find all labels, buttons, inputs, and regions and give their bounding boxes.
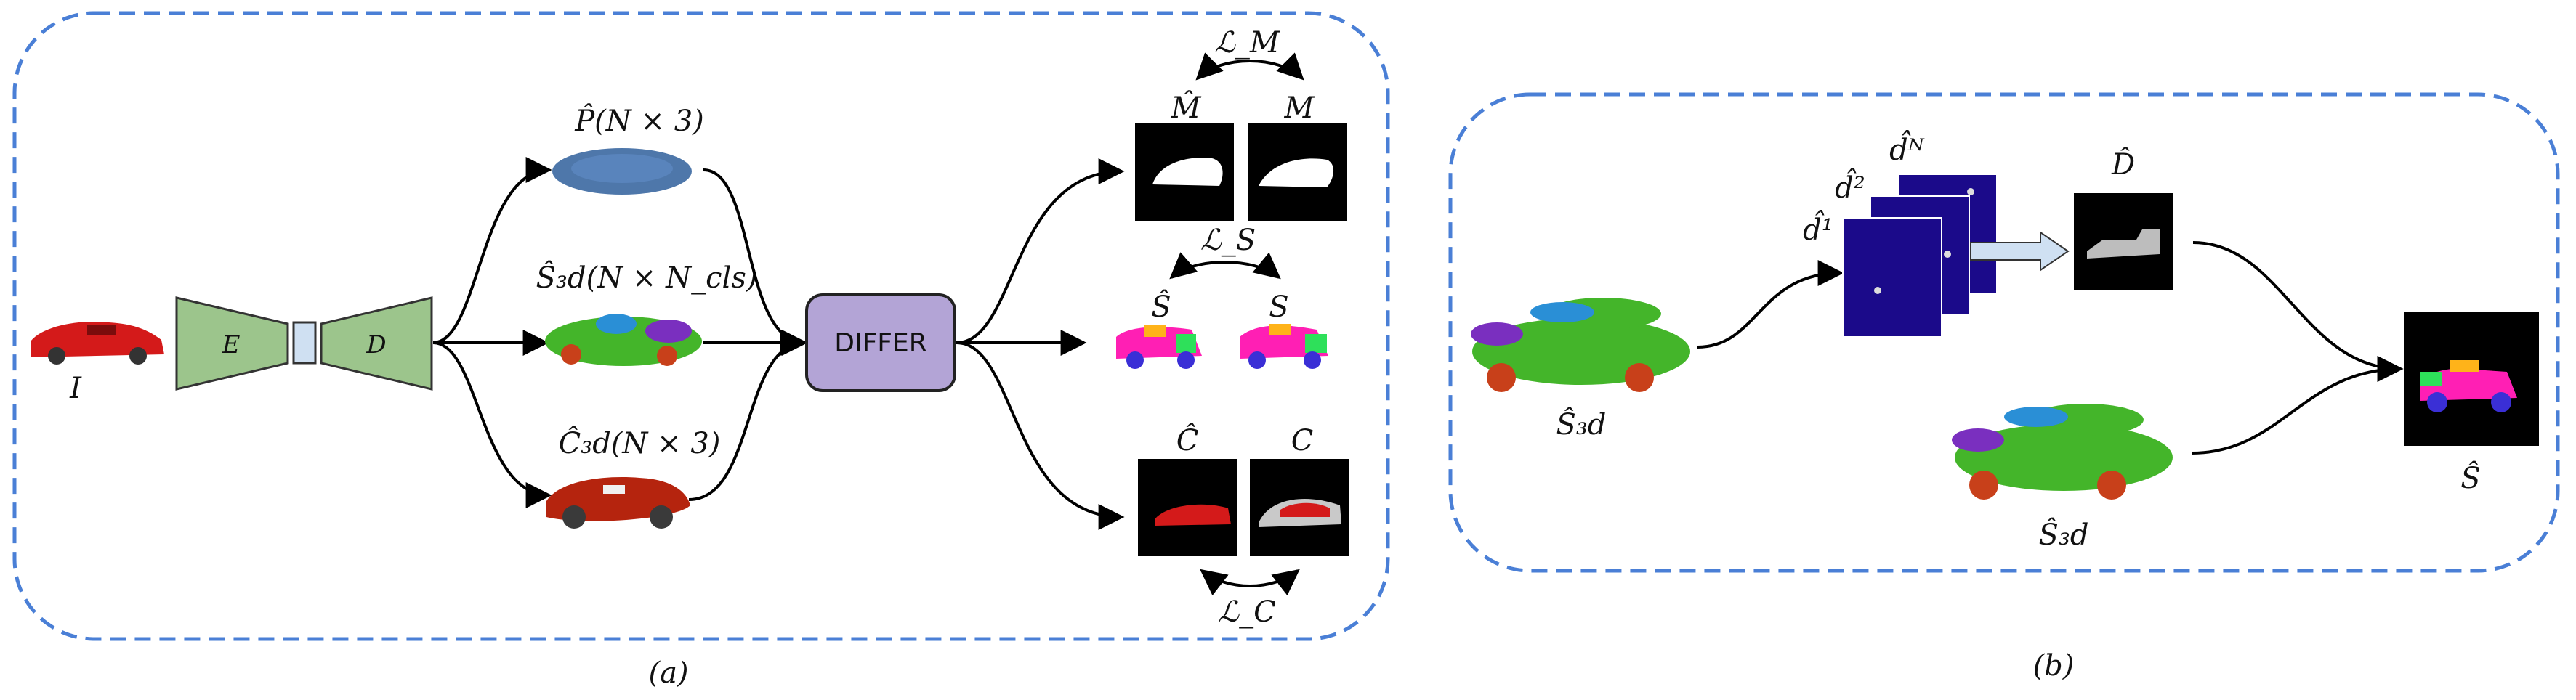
differ-box: [805, 293, 956, 392]
depth-map-1: [1842, 217, 1942, 338]
depth-output-label: D̂: [2111, 148, 2135, 182]
arrow-colorcloud-to-differ: [688, 330, 808, 501]
panel-b-segcloud-2: [1952, 404, 2173, 500]
arrow-segcloud-to-seg: [2191, 356, 2404, 455]
colorcloud-label: Ĉ₃d(N × 3): [559, 426, 721, 460]
seg-loss-arrow: [1169, 252, 1281, 280]
panel-b-caption: (b): [2033, 649, 2075, 683]
pointcloud-image: [552, 148, 692, 195]
depth-1-label: d̂¹: [1803, 211, 1833, 247]
color-pred-label: Ĉ: [1176, 423, 1199, 457]
latent-code: [292, 321, 317, 365]
depth-2-label: d̂²: [1835, 168, 1865, 205]
mask-gt-label: M: [1284, 91, 1315, 125]
arrow-to-depth-stack: [1697, 260, 1844, 349]
color-gt-label: C: [1291, 424, 1314, 457]
encoder-trapezoid: [175, 296, 289, 391]
segcloud-label: Ŝ₃d(N × N_cls): [536, 261, 758, 295]
seg-gt-label: S: [1269, 290, 1288, 324]
arrow-differ-to-color: [956, 341, 1125, 530]
panel-b-segcloud-2-label: Ŝ₃d: [2038, 518, 2088, 552]
decoder-trapezoid: [320, 296, 433, 391]
mask-loss-label: ℒ_M: [1214, 26, 1280, 60]
segcloud-image: [545, 314, 702, 366]
seg-output-label: Ŝ: [2460, 461, 2480, 495]
depth-merge-arrow: [1970, 231, 2070, 272]
pointcloud-label: P̂(N × 3): [574, 105, 704, 138]
panel-b-segcloud-1: [1471, 298, 1690, 392]
color-loss-label: ℒ_C: [1218, 595, 1275, 629]
seg-pred-label: Ŝ: [1151, 290, 1171, 324]
seg-gt-image: [1240, 324, 1328, 369]
seg-pred-image: [1116, 325, 1202, 369]
input-label: I: [69, 372, 82, 405]
decoder-label: D: [366, 330, 386, 359]
panel-b-border: [1448, 92, 2560, 573]
mask-loss-arrow: [1195, 52, 1304, 81]
arrow-depth-to-seg: [2192, 241, 2404, 382]
differ-label: DIFFER: [834, 328, 927, 358]
depth-n-label: d̂ᴺ: [1889, 131, 1925, 167]
arrow-differ-to-mask: [956, 158, 1125, 344]
arrow-to-colorcloud: [432, 341, 552, 508]
color-loss-arrow: [1200, 569, 1300, 596]
encoder-label: E: [222, 330, 241, 359]
panel-b-segcloud-1-label: Ŝ₃d: [1556, 407, 1606, 441]
mask-pred-label: M̂: [1171, 91, 1202, 125]
colorcloud-image: [546, 477, 690, 529]
seg-loss-label: ℒ_S: [1200, 224, 1256, 257]
input-car-image: [31, 322, 164, 365]
arrow-pointcloud-to-differ: [703, 168, 808, 356]
panel-a-caption: (a): [648, 656, 688, 690]
arrow-to-pointcloud: [432, 157, 552, 344]
panel-a-border: [12, 11, 1390, 641]
